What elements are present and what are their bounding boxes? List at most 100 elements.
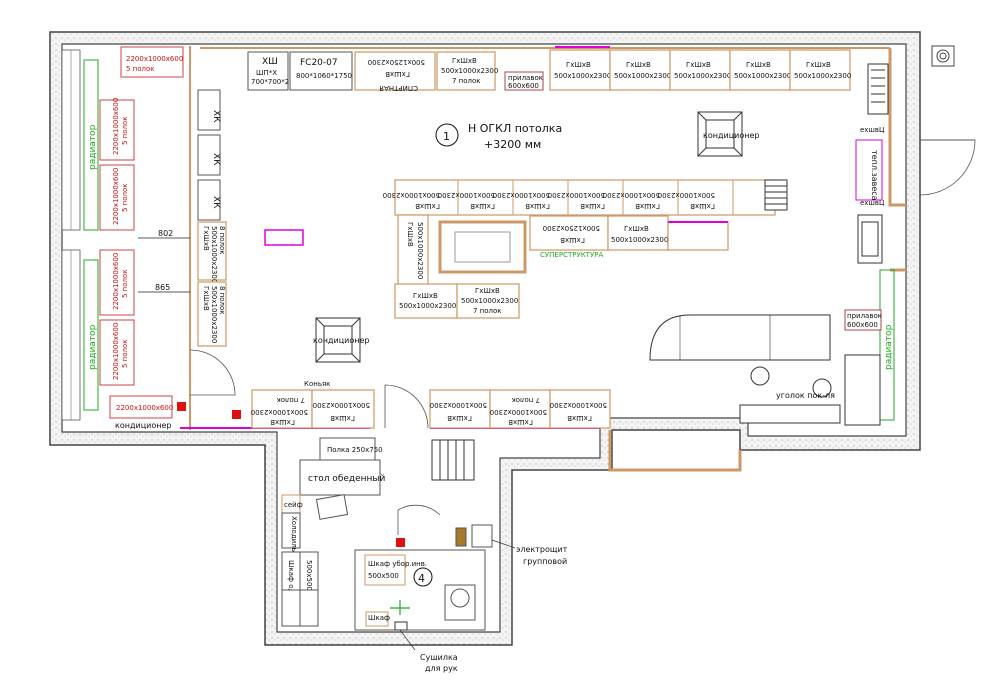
svg-text:ХК: ХК [211,153,221,166]
svg-text:ГхШхВ: ГхШхВ [415,202,440,210]
svg-text:2200х1000х600: 2200х1000х600 [112,253,120,310]
svg-text:ГхШхВ: ГхШхВ [452,57,477,65]
svg-text:800*1060*1750: 800*1060*1750 [296,72,352,80]
hall-door [384,384,429,429]
svg-text:500х1000х2300: 500х1000х2300 [493,191,550,199]
room-1-label: 1 Н ОГКЛ потолка +3200 мм [435,122,562,151]
xk-cabinet-1: ХК [197,89,221,131]
radiator-left-top: радиатор [83,59,99,231]
svg-text:ШП*Х: ШП*Х [256,69,277,77]
left-rack-bottom: 2200х1000х600 [109,395,173,419]
svg-text:500х1000х2300: 500х1000х2300 [251,408,308,416]
svg-text:500х1000х2300: 500х1000х2300 [611,236,668,244]
left-shelf-8-1: ГхШхВ 500х1000х2300 8 полок [197,221,227,283]
svg-text:ГхШхВ: ГхШхВ [525,202,550,210]
svg-text:радиатор: радиатор [88,324,98,370]
svg-text:1: 1 [443,130,450,143]
svg-text:2200х1000х600: 2200х1000х600 [116,404,173,412]
svg-text:500х1000х2300: 500х1000х2300 [399,302,456,310]
svg-text:+3200 мм: +3200 мм [484,138,541,151]
svg-text:5 полок: 5 полок [121,183,129,212]
svg-text:ГхШхВ: ГхШхВ [413,292,438,300]
svg-text:500х1250х2300: 500х1250х2300 [368,58,425,66]
svg-text:500х1000х2300: 500х1000х2300 [461,297,518,305]
left-rack-vertical-2: 2200х1000х600 5 полок [99,164,135,231]
svg-text:ГхШхВ: ГхШхВ [385,70,410,78]
svg-text:Шкаф: Шкаф [368,614,390,622]
svg-text:500х1000х2300: 500х1000х2300 [210,226,218,283]
hand-dryer: Сушилка для рук [399,629,458,673]
svg-text:ГхШхВ: ГхШхВ [580,202,605,210]
svg-text:500х1000х2300: 500х1000х2300 [658,191,715,199]
svg-text:ХШ: ХШ [262,57,278,67]
svg-text:802: 802 [158,229,173,238]
svg-text:ГхШхВ: ГхШхВ [447,414,472,422]
svg-text:тепл.завеса: тепл.завеса [870,150,879,201]
svg-text:2200х1000х600: 2200х1000х600 [126,55,183,63]
svg-text:5 полок: 5 полок [121,269,129,298]
svg-text:FC20-07: FC20-07 [300,58,338,68]
svg-text:700*700*2100: 700*700*2100 [251,78,303,86]
svg-text:ГхШхВ: ГхШхВ [806,61,831,69]
svg-text:500х1000х2300: 500х1000х2300 [210,286,218,343]
svg-text:ГхШхВ: ГхШхВ [475,287,500,295]
svg-text:500х1000х2300: 500х1000х2300 [441,67,498,75]
svg-text:500х1000х2300: 500х1000х2300 [674,72,731,80]
svg-text:5 полок: 5 полок [121,339,129,368]
svg-text:7 полок: 7 полок [276,396,305,404]
room-4: Шкаф убор.инв. 500х500 4 Шкаф [354,549,486,631]
xk-cabinet-2: ХК [197,134,221,176]
radiator-left-bottom: радиатор [83,259,99,411]
fire-extinguisher-icon [232,410,241,419]
top-shelf-spirit: 500х1250х2300 ГхШхВ СПИРТНАЯ [354,51,436,92]
svg-text:600х600: 600х600 [847,321,878,329]
left-rack-vertical-4: 2200х1000х600 5 полок [99,319,135,386]
display-unit [264,229,304,246]
xsh-unit: ХШ ШП*Х 700*700*2100 [247,51,303,91]
svg-text:Сушилка: Сушилка [420,653,458,662]
bottom-shelves-left: Коньяк 7 полок 500х1000х2300 ГхШхВ 500х1… [251,380,375,429]
cash-counter: прилавок 600х600 уголок пок-ля [649,309,882,426]
svg-text:7 полок: 7 полок [452,77,481,85]
svg-text:500х500: 500х500 [305,560,313,591]
radiator-right: радиатор [879,269,895,421]
svg-text:500х1000х2300: 500х1000х2300 [548,191,605,199]
svg-text:групповой: групповой [523,557,567,566]
svg-text:5 полок: 5 полок [121,116,129,145]
svg-text:ГхШхВ: ГхШхВ [330,414,355,422]
storage-door [189,349,236,396]
svg-text:500х1000х2300: 500х1000х2300 [550,401,607,409]
svg-text:500х1000х2300: 500х1000х2300 [614,72,671,80]
svg-text:прилавок: прилавок [508,74,543,82]
electro-panel: электрощит групповой [455,524,568,566]
svg-text:сейф: сейф [284,501,303,509]
svg-text:ГхШхВ: ГхШхВ [566,61,591,69]
svg-text:ХК: ХК [211,196,221,209]
svg-text:500х1000х2300: 500х1000х2300 [794,72,851,80]
heat-curtain: тепл.завеса ехшвЦ ехшвЦ [855,126,885,264]
svg-text:ХК: ХК [211,110,221,123]
counter-top: прилавок 600х600 [504,71,544,91]
conditioner-1: кондиционер [697,111,759,157]
svg-text:500х1000х2300: 500х1000х2300 [313,401,370,409]
left-rack-vertical-3: 2200х1000х600 5 полок [99,249,135,316]
svg-text:500х1000х2300: 500х1000х2300 [416,222,424,279]
top-shelves-right: ГхШхВ 500х1000х2300 ГхШхВ 500х1000х2300 … [549,49,851,91]
svg-text:для рук: для рук [425,664,458,673]
svg-text:4: 4 [418,572,425,585]
top-shelf-7: ГхШхВ 500х1000х2300 7 полок [436,51,498,91]
svg-text:500х500: 500х500 [368,572,399,580]
svg-text:ГхШхВ: ГхШхВ [686,61,711,69]
svg-text:ГхШхВ: ГхШхВ [690,202,715,210]
svg-text:прилавок: прилавок [847,312,882,320]
svg-text:2200х1000х600: 2200х1000х600 [112,168,120,225]
svg-text:2200х1000х600: 2200х1000х600 [112,323,120,380]
svg-text:ехшвЦ: ехшвЦ [860,199,885,207]
svg-text:Коньяк: Коньяк [304,380,330,388]
svg-text:уголок пок-ля: уголок пок-ля [776,391,835,400]
svg-text:Холодильник: Холодильник [290,516,298,565]
bottom-shelves-right: 500х1000х2300 ГхШхВ 7 полок 500х1000х230… [429,389,611,429]
entrance-door [919,139,976,196]
left-rack-top: 2200х1000х600 5 полок [120,46,184,78]
